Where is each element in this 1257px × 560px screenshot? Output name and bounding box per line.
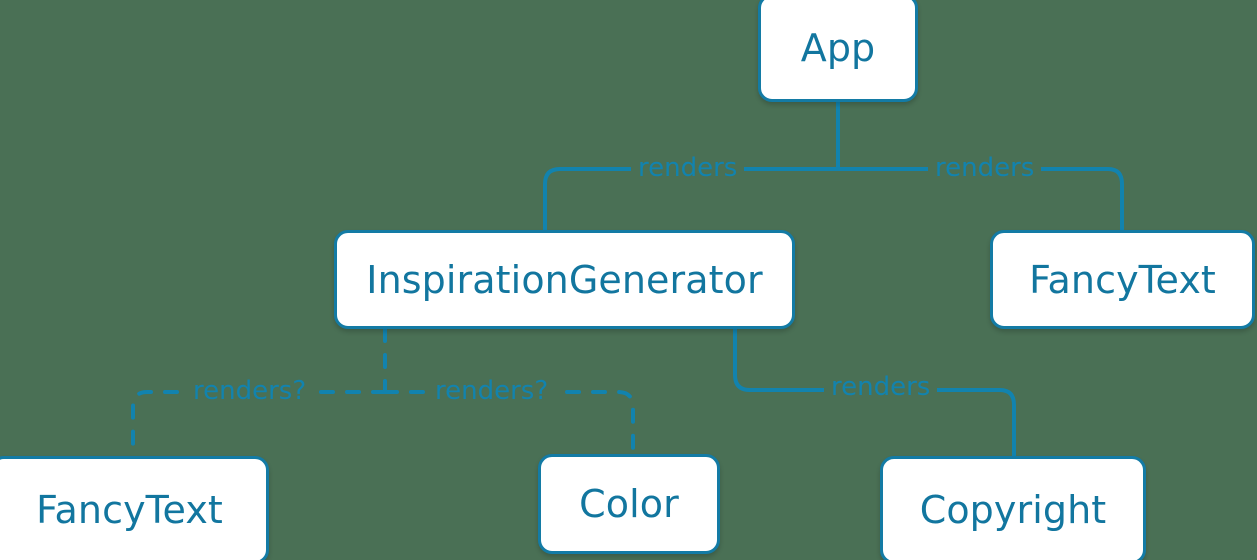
node-inspirationgenerator[interactable]: InspirationGenerator [334, 230, 795, 329]
edge-label-app-fancytext: renders [928, 155, 1042, 181]
edge-label-inspirationgenerator-fancytext: renders? [186, 378, 314, 404]
edge-inspirationgenerator-to-color [383, 390, 635, 456]
edge-inspirationgenerator-to-fancytext-bottom [131, 390, 387, 458]
node-app-label: App [800, 26, 876, 70]
node-copyright-label: Copyright [919, 488, 1107, 532]
node-color-label: Color [579, 482, 679, 526]
node-app[interactable]: App [758, 0, 918, 102]
edge-label-inspirationgenerator-copyright: renders [824, 374, 938, 400]
edge-app-to-inspirationgenerator [543, 167, 840, 232]
node-fancytext-bottom[interactable]: FancyText [0, 456, 269, 560]
node-fancytext-top[interactable]: FancyText [990, 230, 1255, 329]
edge-label-inspirationgenerator-color: renders? [428, 378, 556, 404]
node-fancytext-bottom-label: FancyText [36, 488, 223, 532]
node-color[interactable]: Color [538, 454, 720, 554]
edge-app-to-fancytext-top [836, 167, 1124, 232]
node-copyright[interactable]: Copyright [880, 456, 1146, 560]
edge-label-app-inspirationgenerator: renders [631, 155, 745, 181]
node-fancytext-top-label: FancyText [1029, 257, 1216, 302]
node-inspirationgenerator-label: InspirationGenerator [366, 257, 763, 302]
